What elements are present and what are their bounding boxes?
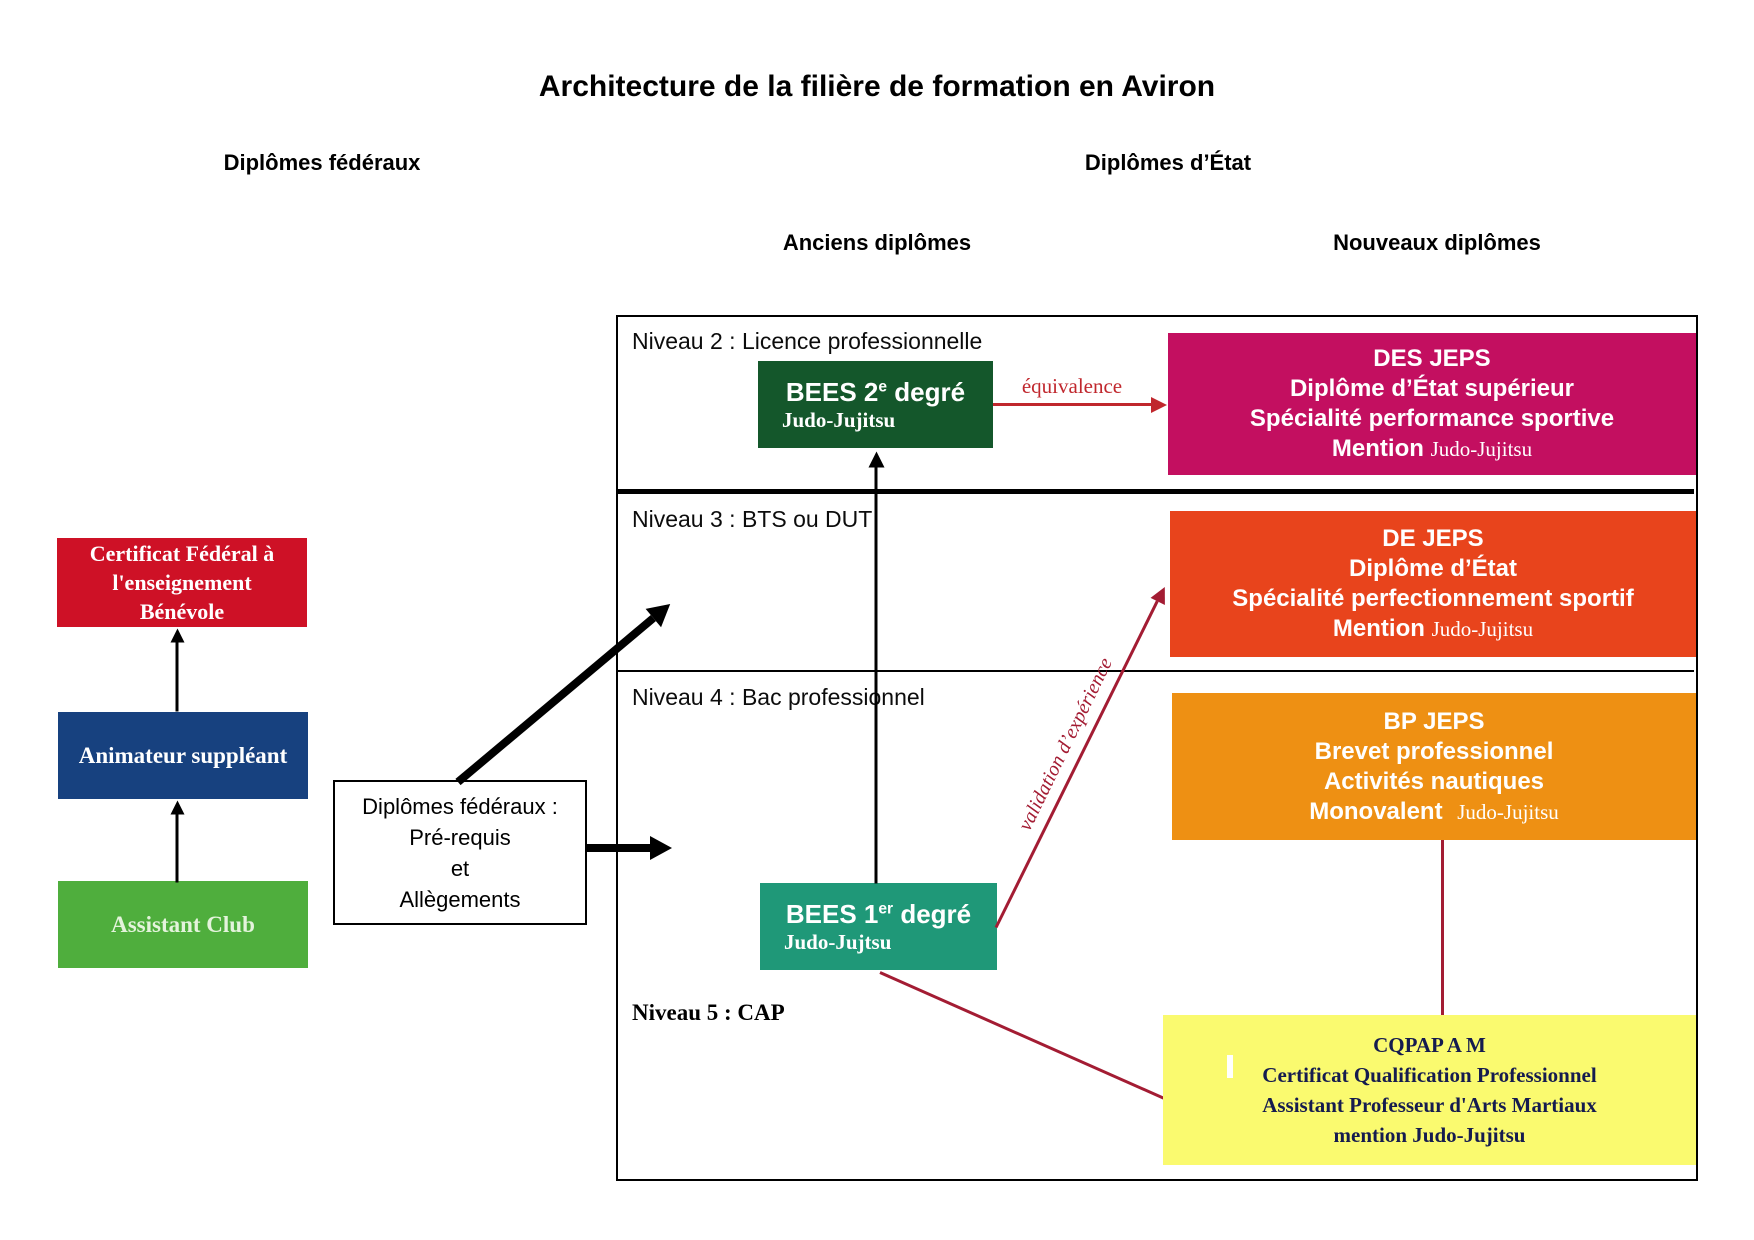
de-line-3: Spécialité perfectionnement sportif (1232, 585, 1634, 612)
bees1-title: BEES 1er degré (760, 899, 997, 930)
box-des-jeps: DES JEPS Diplôme d’État supérieur Spécia… (1168, 333, 1696, 475)
de-line-1: DE JEPS (1382, 525, 1484, 552)
des-mention-label: Mention (1331, 435, 1424, 462)
header-anciens-diplomes: Anciens diplômes (782, 230, 972, 255)
cqp-white-notch (1227, 1055, 1233, 1078)
arrow-assistant-to-animateur (170, 800, 184, 883)
separator-niveau2-3 (616, 489, 1694, 494)
bees2-base: BEES 2 (785, 376, 879, 407)
box-cqp-apam: CQPAP A M Certificat Qualification Profe… (1163, 1015, 1696, 1165)
bp-line-1: BP JEPS (1383, 707, 1485, 735)
certificat-line-2: l'enseignement (112, 570, 252, 595)
label-niveau-2: Niveau 2 : Licence professionnelle (632, 328, 983, 354)
bees1-rest: degré (893, 898, 972, 929)
de-mention-line: Mention Judo-Jujitsu (1170, 614, 1696, 644)
bees1-sup: er (878, 899, 894, 917)
arrowhead-icon (1151, 396, 1167, 413)
des-line-2: Diplôme d’État supérieur (1289, 375, 1575, 402)
arrowhead-icon (650, 836, 672, 860)
prerequis-line-2: Pré-requis (409, 824, 511, 850)
bp-line-3: Activités nautiques (1323, 767, 1545, 795)
box-de-jeps: DE JEPS Diplôme d’État Spécialité perfec… (1170, 511, 1696, 657)
animateur-label: Animateur suppléant (78, 743, 288, 768)
prerequis-line-3: et (450, 855, 470, 881)
arrow-animateur-to-certificat (170, 628, 184, 712)
certificat-line-3: Bénévole (139, 599, 225, 624)
prerequis-line-4: Allègements (399, 886, 521, 912)
box-assistant-club: Assistant Club (58, 881, 308, 968)
separator-niveau3-4 (616, 670, 1694, 672)
cqp-line-1: CQPAP A M (1373, 1033, 1486, 1057)
bp-mention-value: Judo-Jujitsu (1457, 799, 1559, 824)
certificat-line-1: Certificat Fédéral à (89, 541, 275, 566)
cqp-line-4: mention Judo-Jujitsu (1333, 1123, 1526, 1147)
label-niveau-5: Niveau 5 : CAP (632, 1000, 785, 1025)
header-diplomes-etat: Diplômes d’État (1084, 150, 1252, 175)
bees2-mention: Judo-Jujitsu (782, 407, 896, 432)
box-bees-1er-degre: BEES 1er degré Judo-Jujtsu (760, 883, 997, 970)
label-niveau-3: Niveau 3 : BTS ou DUT (632, 506, 873, 532)
box-animateur-suppleant: Animateur suppléant (58, 712, 308, 799)
line-bpjeps-to-cqp (1441, 840, 1444, 1015)
label-equivalence: équivalence (1021, 374, 1123, 398)
box-prerequis: Diplômes fédéraux : Pré-requis et Allège… (333, 780, 587, 925)
box-bp-jeps: BP JEPS Brevet professionnel Activités n… (1172, 693, 1696, 840)
de-line-2: Diplôme d’État (1348, 555, 1517, 582)
arrowhead-icon (170, 628, 184, 643)
arrowhead-icon (868, 451, 884, 468)
bees2-sup: e (878, 377, 888, 395)
bp-mention-label: Monovalent (1309, 797, 1443, 825)
des-mention-value: Judo-Jujitsu (1430, 437, 1533, 461)
box-certificat-federal: Certificat Fédéral à l'enseignement Béné… (57, 538, 307, 627)
de-mention-value: Judo-Jujitsu (1431, 617, 1534, 641)
levels-frame (616, 315, 1698, 1181)
arrow-equivalence (993, 396, 1167, 413)
arrow-prerequis-to-niveau4 (586, 836, 672, 860)
box-bees-2e-degre: BEES 2e degré Judo-Jujitsu (758, 361, 993, 448)
bees1-base: BEES 1 (785, 898, 879, 929)
bees1-mention: Judo-Jujtsu (784, 929, 892, 954)
arrow-bees1-to-bees2 (868, 451, 884, 884)
label-niveau-4: Niveau 4 : Bac professionnel (632, 684, 925, 710)
bp-mention-line: Monovalent Judo-Jujitsu (1172, 797, 1696, 827)
bp-line-2: Brevet professionnel (1314, 737, 1554, 765)
cqp-line-2: Certificat Qualification Professionnel (1262, 1063, 1597, 1087)
bees2-title: BEES 2e degré (758, 377, 993, 408)
assistant-label: Assistant Club (111, 912, 255, 937)
des-line-1: DES JEPS (1373, 345, 1491, 372)
bees2-rest: degré (887, 376, 966, 407)
prerequis-line-1: Diplômes fédéraux : (362, 793, 558, 819)
header-nouveaux-diplomes: Nouveaux diplômes (1333, 230, 1541, 255)
des-mention-line: Mention Judo-Jujitsu (1168, 434, 1696, 464)
cqp-line-3: Assistant Professeur d'Arts Martiaux (1262, 1093, 1597, 1117)
de-mention-label: Mention (1332, 615, 1425, 642)
des-line-3: Spécialité performance sportive (1249, 405, 1615, 432)
page-title: Architecture de la filière de formation … (538, 70, 1216, 103)
arrowhead-icon (170, 800, 184, 815)
header-diplomes-federaux: Diplômes fédéraux (223, 150, 421, 175)
